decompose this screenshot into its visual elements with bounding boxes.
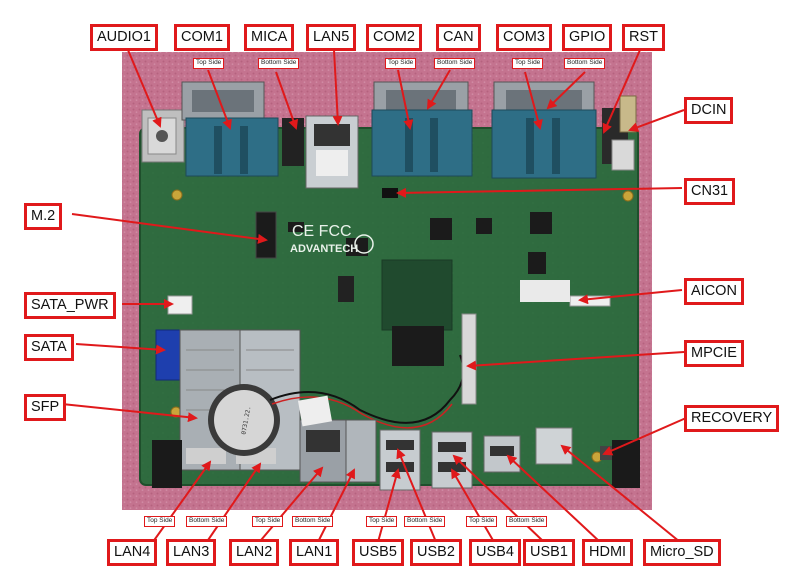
label-lan2: LAN2 <box>229 539 280 566</box>
arrow-gpio <box>546 71 586 110</box>
arrow-lan1 <box>315 468 355 547</box>
arrows <box>61 49 687 547</box>
label-audio1: AUDIO1 <box>90 24 158 51</box>
arrow-com3 <box>524 71 543 130</box>
arrow-lan4 <box>149 460 212 547</box>
com1-connector <box>181 81 279 177</box>
label-gpio: GPIO <box>562 24 613 51</box>
label-lan3: LAN3 <box>166 539 217 566</box>
lan5-jack <box>305 115 359 189</box>
mpcie-slot <box>461 313 477 405</box>
serial-sticker <box>297 395 333 427</box>
label-com1: COM1 <box>174 24 230 51</box>
label-cn31: CN31 <box>684 178 736 205</box>
label-com3: COM3 <box>496 24 552 51</box>
com3-connector <box>491 81 597 179</box>
label-can: CAN <box>436 24 481 51</box>
tag-com3: Top Side <box>512 58 544 69</box>
label-lan4: LAN4 <box>107 539 158 566</box>
label-sata: SATA <box>24 334 74 361</box>
label-micro-sd: Micro_SD <box>643 539 721 566</box>
arrow-aicon <box>578 289 683 305</box>
tag-can: Bottom Side <box>434 58 476 69</box>
label-com2: COM2 <box>366 24 422 51</box>
hdmi-port <box>483 435 521 473</box>
tag-com2: Top Side <box>385 58 417 69</box>
label-rst: RST <box>622 24 665 51</box>
arrow-com2 <box>397 69 414 130</box>
tag-usb4: Top Side <box>466 516 498 527</box>
label-lan1: LAN1 <box>289 539 340 566</box>
arrow-can <box>426 69 451 110</box>
tag-lan4: Top Side <box>144 516 176 527</box>
chips <box>288 212 570 366</box>
arrow-usb1 <box>452 454 545 543</box>
label-mpcie: MPCIE <box>684 340 744 367</box>
label-mica: MICA <box>244 24 295 51</box>
arrow-m2 <box>71 213 268 244</box>
arrow-dcin <box>628 109 685 132</box>
tag-lan2: Top Side <box>252 516 284 527</box>
arrow-com1 <box>207 69 232 130</box>
arrow-hdmi <box>506 454 601 543</box>
tag-mica: Bottom Side <box>258 58 300 69</box>
arrow-mica <box>275 71 299 130</box>
sata-connector <box>155 329 183 381</box>
tag-usb2: Bottom Side <box>404 516 446 527</box>
standoff-left <box>152 440 182 488</box>
label-dcin: DCIN <box>684 97 734 124</box>
tag-gpio: Bottom Side <box>564 58 606 69</box>
tag-usb1: Bottom Side <box>506 516 548 527</box>
silk-cert: CE FCC <box>292 223 352 240</box>
arrow-usb2 <box>396 448 437 543</box>
arrow-micro-sd <box>560 444 681 543</box>
mounting-holes <box>170 189 634 463</box>
tag-lan3: Bottom Side <box>186 516 228 527</box>
arrow-lan5 <box>332 49 343 126</box>
label-m2: M.2 <box>24 203 63 230</box>
arrow-lan2 <box>255 466 324 547</box>
cn31-header <box>382 188 398 198</box>
rtc-battery: 0731.22. <box>208 384 280 456</box>
arrow-lan3 <box>203 462 262 547</box>
tag-com1: Top Side <box>193 58 225 69</box>
label-lan5: LAN5 <box>306 24 357 51</box>
mica-header <box>282 118 304 166</box>
micro-sd-slot <box>535 427 573 465</box>
arrow-recovery <box>602 417 687 456</box>
silk-brand: ADVANTECH <box>290 243 358 255</box>
arrow-sfp <box>61 403 198 423</box>
label-sata-pwr: SATA_PWR <box>24 292 116 319</box>
label-sfp: SFP <box>24 394 67 421</box>
com2-connector <box>371 81 473 177</box>
label-hdmi: HDMI <box>582 539 634 566</box>
arrow-usb5 <box>377 468 401 543</box>
tag-usb5: Top Side <box>366 516 398 527</box>
audio-jack <box>141 109 185 163</box>
arrow-rst <box>602 49 641 134</box>
m2-slot <box>255 211 277 259</box>
standoff-right <box>612 440 640 488</box>
label-usb1: USB1 <box>523 539 575 566</box>
arrow-audio1 <box>127 49 162 128</box>
label-usb5: USB5 <box>352 539 404 566</box>
label-usb2: USB2 <box>410 539 462 566</box>
arrow-sata <box>75 343 166 355</box>
label-usb4: USB4 <box>469 539 521 566</box>
arrow-cn31 <box>396 187 683 198</box>
label-aicon: AICON <box>684 278 744 305</box>
arrow-usb4 <box>450 468 495 543</box>
arrow-mpcie <box>466 351 685 371</box>
battery-marking: 0731.22. <box>241 406 253 436</box>
label-recovery: RECOVERY <box>684 405 780 432</box>
lan-jacks-bottom <box>299 419 377 483</box>
tag-lan1: Bottom Side <box>292 516 334 527</box>
